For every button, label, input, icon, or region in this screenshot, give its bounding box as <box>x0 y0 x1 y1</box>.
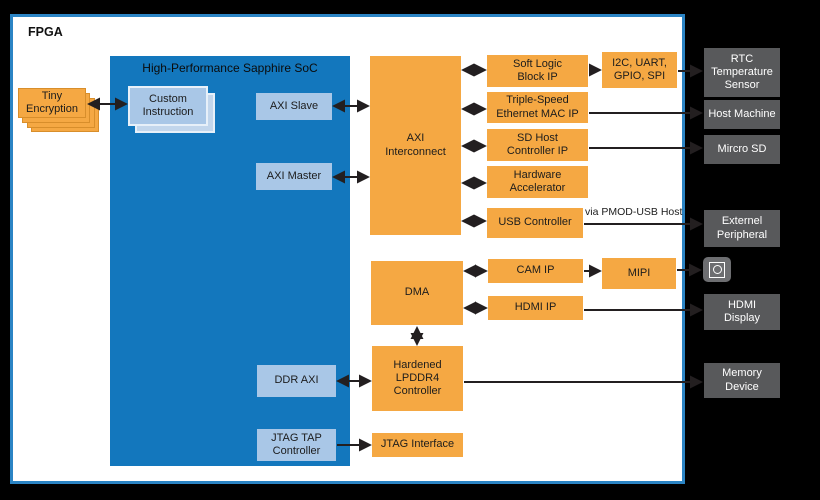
block-cam-ip: CAM IP <box>488 259 583 283</box>
camera-icon <box>703 257 731 282</box>
block-hdmi-display: HDMI Display <box>704 294 780 330</box>
block-external-peripheral: Externel Peripheral <box>704 210 780 247</box>
block-host-machine: Host Machine <box>704 100 780 129</box>
block-axi-slave: AXI Slave <box>256 93 332 120</box>
block-ddr-axi: DDR AXI <box>257 365 336 397</box>
block-axi-master: AXI Master <box>256 163 332 190</box>
camera-icon-frame <box>709 261 725 278</box>
block-mipi: MIPI <box>602 258 676 289</box>
block-i2c-uart-gpio-spi: I2C, UART, GPIO, SPI <box>602 52 677 88</box>
block-tiny-encryption: Tiny Encryption <box>18 88 86 118</box>
block-jtag-tap-controller: JTAG TAP Controller <box>257 429 336 461</box>
block-ethernet-mac-ip: Triple-Speed Ethernet MAC IP <box>487 92 588 123</box>
block-custom-instruction: Custom Instruction <box>128 86 208 126</box>
soc-title: High-Performance Sapphire SoC <box>142 61 318 75</box>
fpga-label: FPGA <box>28 25 63 39</box>
block-hardware-accelerator: Hardware Accelerator <box>487 166 588 198</box>
camera-icon-lens <box>712 265 722 274</box>
block-jtag-interface: JTAG Interface <box>372 433 463 457</box>
block-micro-sd: Mircro SD <box>704 135 780 164</box>
block-soft-logic-ip: Soft Logic Block IP <box>487 55 588 87</box>
block-hdmi-ip: HDMI IP <box>488 296 583 320</box>
block-rtc-temperature-sensor: RTC Temperature Sensor <box>704 48 780 97</box>
block-sd-host-controller-ip: SD Host Controller IP <box>487 129 588 161</box>
block-lpddr4-controller: Hardened LPDDR4 Controller <box>372 346 463 411</box>
block-usb-controller: USB Controller <box>487 208 583 238</box>
via-pmod-usb-label: via PMOD-USB Host <box>585 206 683 218</box>
block-axi-interconnect: AXI Interconnect <box>370 56 461 235</box>
block-memory-device: Memory Device <box>704 363 780 398</box>
block-dma: DMA <box>371 261 463 325</box>
